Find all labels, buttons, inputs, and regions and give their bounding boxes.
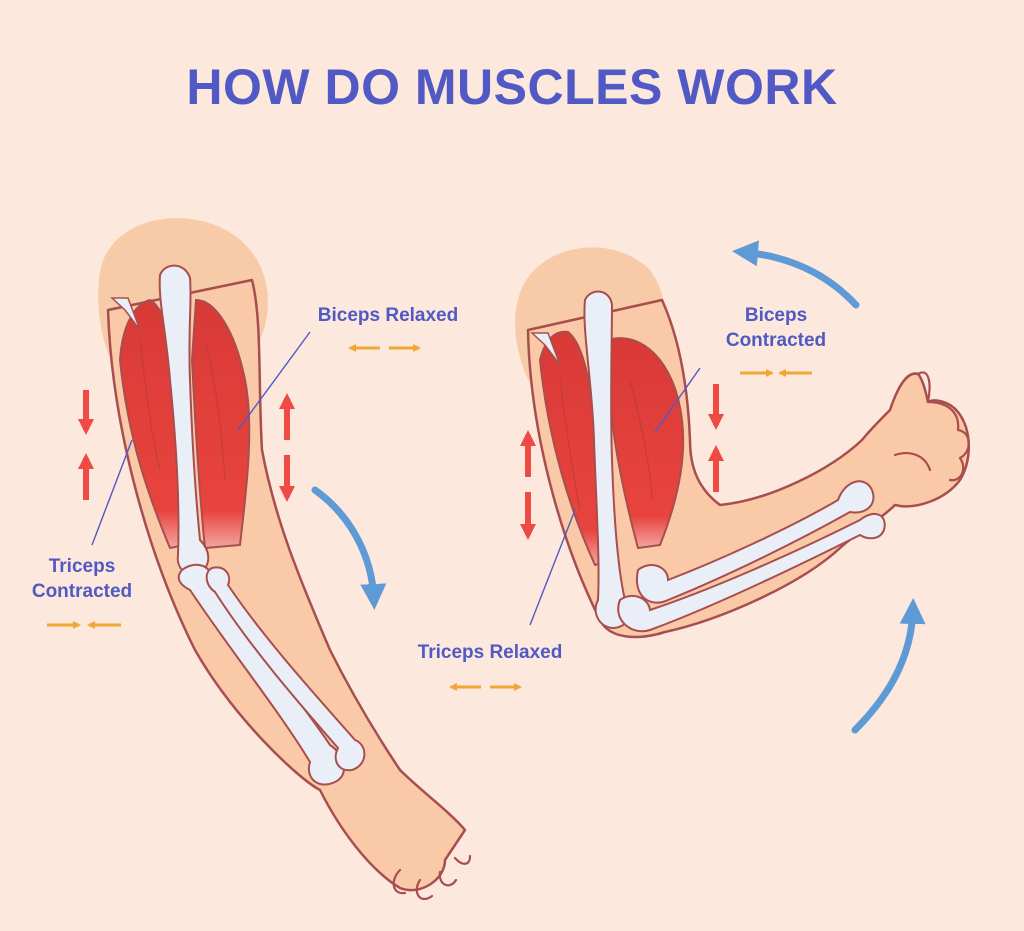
right-radius-bone (635, 480, 875, 604)
biceps-contracted-text-line2: Contracted (725, 330, 827, 351)
left-arm-extended (98, 218, 472, 901)
triceps-relaxed-label: Triceps Relaxed (400, 640, 580, 665)
triceps-relaxed-text: Triceps Relaxed (417, 642, 563, 663)
blue-curved-arrow-icon (311, 240, 926, 734)
biceps-relaxed-label: Biceps Relaxed (298, 303, 478, 328)
biceps-contracted-text-line1: Biceps (744, 305, 808, 326)
right-fist-details (893, 371, 970, 482)
right-arm-flexed (515, 247, 970, 639)
page-title: HOW DO MUSCLES WORK (186, 59, 838, 115)
left-humerus-bone (158, 264, 210, 575)
triceps-contracted-text-line1: Triceps (48, 556, 116, 577)
orange-inward-arrows-icon (47, 369, 812, 629)
triceps-contracted-label: Triceps Contracted (12, 554, 152, 604)
left-ulna-bone (205, 566, 366, 772)
leader-lines (91, 331, 701, 626)
orange-outward-arrows-icon (348, 344, 522, 691)
left-hand-fingers (392, 854, 472, 901)
right-biceps-muscle (607, 337, 685, 550)
right-ulna-bone (617, 512, 886, 633)
triceps-contracted-text-line2: Contracted (31, 581, 133, 602)
biceps-relaxed-text: Biceps Relaxed (317, 305, 459, 326)
biceps-contracted-label: Biceps Contracted (706, 303, 846, 353)
red-double-arrow-icon (78, 384, 724, 540)
